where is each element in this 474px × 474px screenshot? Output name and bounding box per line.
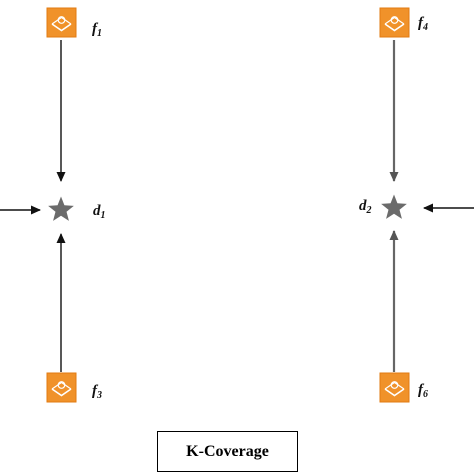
- fog-node-icon: [379, 7, 410, 38]
- caption-box: K-Coverage: [157, 431, 298, 472]
- label-d1: d1: [93, 203, 106, 221]
- label-f4: f4: [418, 15, 428, 33]
- star-icon: [48, 196, 74, 221]
- fog-node-icon: [46, 372, 77, 403]
- star-icon: [381, 194, 407, 219]
- label-f3: f3: [92, 383, 102, 401]
- fog-node-icon: [46, 7, 77, 38]
- fog-node-icon: [379, 372, 410, 403]
- label-d2: d2: [359, 198, 372, 216]
- label-f1: f1: [92, 21, 102, 39]
- diagram-caption: K-Coverage: [186, 442, 269, 460]
- label-f6: f6: [418, 382, 428, 400]
